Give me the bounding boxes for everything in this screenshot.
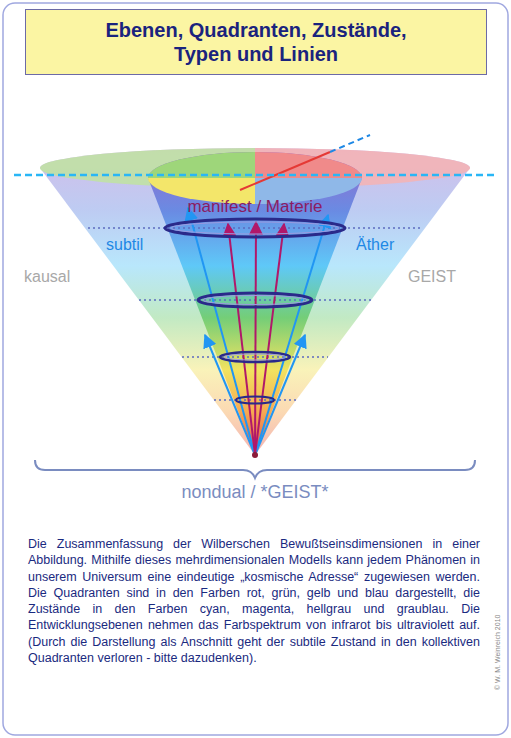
illustration-part [198,293,312,307]
illustration-part [255,215,328,455]
state-label: Äther [356,236,394,254]
illustration-part [236,397,274,404]
state-arrows [188,208,328,455]
inner-cone [148,152,362,455]
illustration-part [255,224,284,455]
level-rings [165,219,345,404]
state-label: nondual / *GEIST* [181,482,328,503]
illustration-part [188,208,255,455]
outer-cone [40,148,470,455]
copyright-note: © W. M. Weinreich 2010 [494,615,501,690]
apex-dot [252,452,258,458]
illustration-part [224,354,286,360]
state-label: GEIST [408,268,456,286]
caption: Die Zusammenfassung der Wilberschen Bewu… [28,536,480,666]
state-label: subtil [106,236,143,254]
state-line [14,174,497,177]
illustration-part [228,224,255,455]
level-arrows [228,222,284,455]
illustration-part [165,219,345,237]
illustration-part [255,222,256,455]
illustration-part [171,222,339,234]
page-frame [3,3,508,735]
illustration-part [203,296,307,305]
state-label: kausal [24,268,70,286]
quadrant-divider [330,135,370,152]
quadrant-divider [240,152,330,190]
title-box: Ebenen, Quadranten, Zustände, Typen und … [25,9,487,75]
illustration-part [220,352,290,362]
bracket [35,460,475,478]
level-label: manifest / Materie [187,197,322,217]
